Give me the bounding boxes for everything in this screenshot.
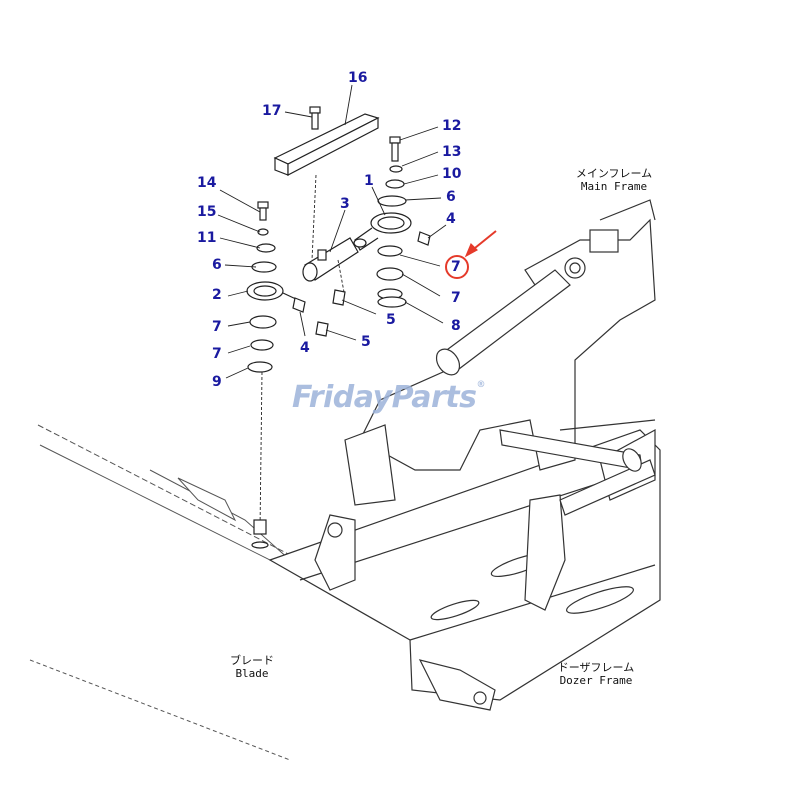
callout-9: 9 [212, 374, 222, 390]
callout-11: 11 [197, 230, 217, 246]
snap-ring-6-right [377, 195, 407, 207]
bolt-12 [389, 136, 401, 162]
callout-4-right: 4 [446, 211, 456, 227]
blade-label: ブレード Blade [222, 654, 282, 680]
callout-13: 13 [442, 144, 462, 160]
watermark-registered-mark: ® [476, 380, 485, 390]
grease-fitting-5 [315, 289, 346, 337]
callout-14: 14 [197, 175, 217, 191]
callout-12: 12 [442, 118, 462, 134]
bolt-14 [257, 201, 269, 221]
main-frame-label-jp: メインフレーム [575, 167, 653, 180]
bolt-17 [309, 106, 321, 130]
washer-15 [257, 228, 269, 236]
watermark-part1: Friday [292, 380, 392, 415]
watermark-part2: Parts [391, 380, 477, 415]
callout-15: 15 [197, 204, 217, 220]
callout-10: 10 [442, 166, 462, 182]
fridayparts-watermark: FridayParts® [292, 380, 485, 415]
shim-9 [247, 361, 273, 373]
grease-fitting-4-right [417, 231, 431, 246]
pivot-2 [246, 281, 299, 301]
callout-8: 8 [451, 318, 461, 334]
main-frame-label-en: Main Frame [580, 179, 648, 193]
dozer-frame-label-en: Dozer Frame [559, 673, 633, 687]
callout-3: 3 [340, 196, 350, 212]
callout-7-highlighted: 7 [451, 259, 461, 275]
leader-lines [217, 84, 447, 531]
seal-8 [377, 296, 407, 308]
dozer-frame [268, 429, 661, 711]
callout-6-right: 6 [446, 189, 456, 205]
blade-outline [29, 424, 413, 761]
washer-10 [385, 179, 405, 189]
callout-7-right-lower: 7 [451, 290, 461, 306]
pin-bottom [251, 519, 269, 549]
bushings-7 [249, 245, 404, 351]
callout-1: 1 [364, 173, 374, 189]
callout-2: 2 [212, 287, 222, 303]
main-frame-label: メインフレーム Main Frame [568, 167, 660, 193]
callout-5-lower: 5 [361, 334, 371, 350]
bar-16 [273, 113, 380, 176]
blade-label-en: Blade [235, 666, 269, 680]
callout-7-left-upper: 7 [212, 319, 222, 335]
callout-6-left: 6 [212, 257, 222, 273]
blade-label-jp: ブレード [230, 654, 274, 667]
washer-13 [389, 165, 403, 173]
highlight-circle [445, 255, 469, 279]
callout-5-upper: 5 [386, 312, 396, 328]
dozer-frame-label-jp: ドーザフレーム [557, 661, 635, 674]
callout-7-left-lower: 7 [212, 346, 222, 362]
dozer-frame-label: ドーザフレーム Dozer Frame [548, 661, 644, 687]
callout-17: 17 [262, 103, 282, 119]
highlight-arrowhead [464, 242, 478, 258]
shaft-3 [302, 237, 359, 282]
callout-4-left: 4 [300, 340, 310, 356]
pivot-1 [353, 212, 412, 251]
washer-11 [256, 243, 276, 253]
grease-fitting-4-left [292, 297, 306, 313]
lift-cylinders [435, 269, 656, 516]
callout-16: 16 [348, 70, 368, 86]
